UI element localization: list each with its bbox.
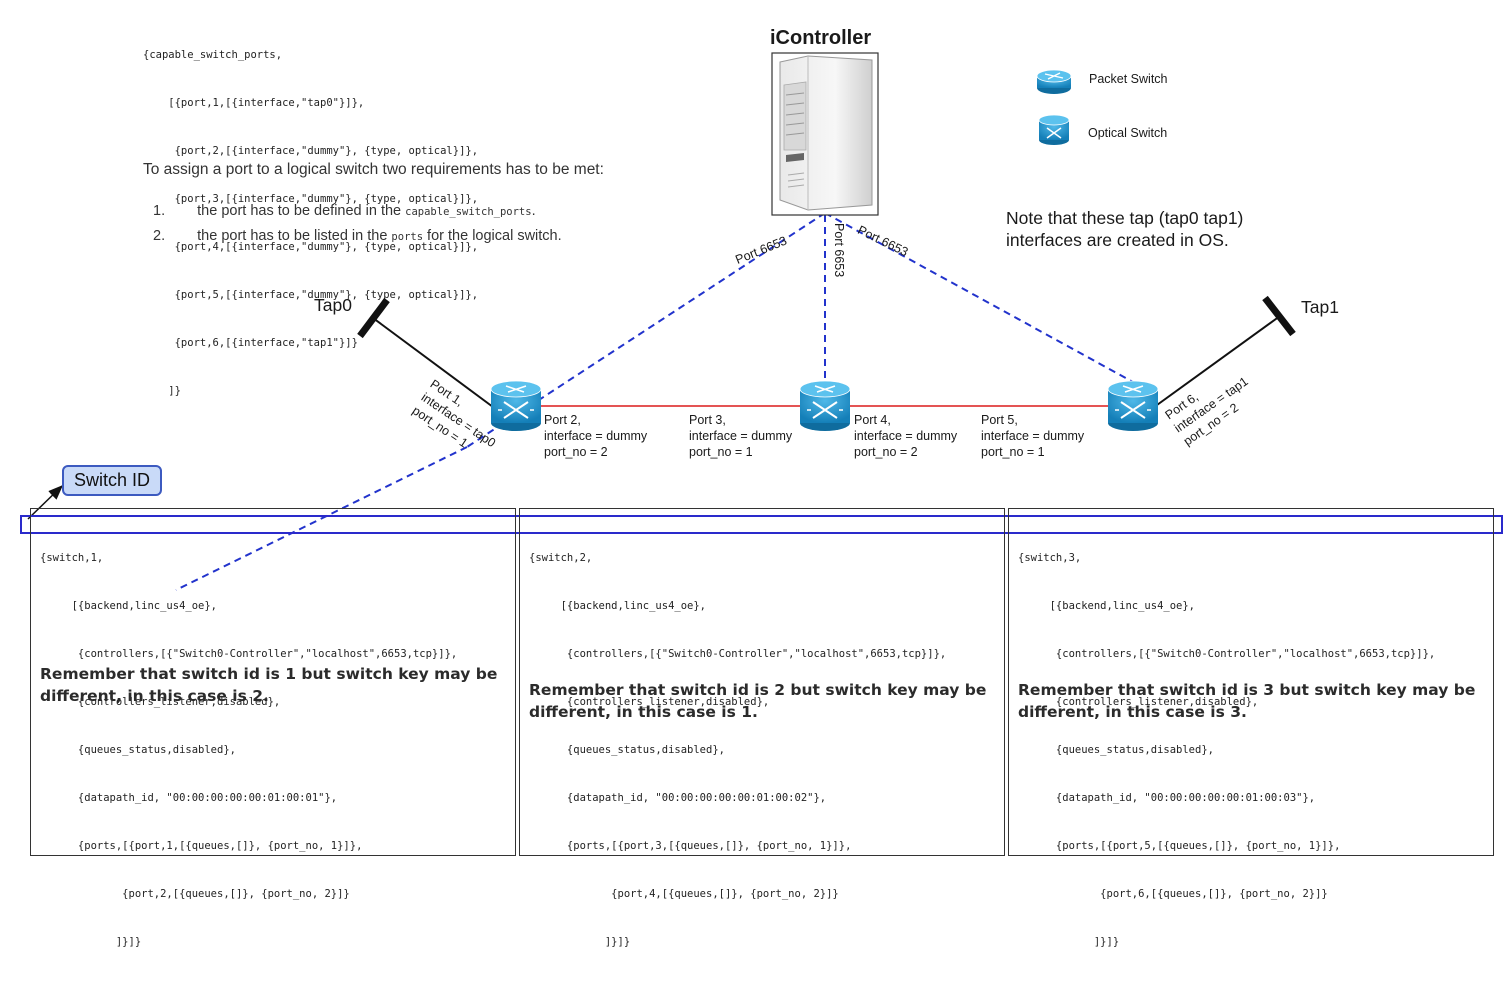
tap0-link xyxy=(372,317,494,408)
code-line: {controllers_listener,disabled}, xyxy=(1018,696,1259,708)
code-line: ]} xyxy=(143,385,181,397)
port-label-line: port_no = 1 xyxy=(981,445,1045,459)
server-icon xyxy=(771,52,879,216)
controller-title: iController xyxy=(770,27,872,49)
controller-link-left-tail xyxy=(175,446,468,591)
code-line: [{backend,linc_us4_oe}, xyxy=(40,600,218,612)
code-line: {ports,[{port,1,[{queues,[]}, {port_no, … xyxy=(40,840,363,852)
tap-note: Note that these tap (tap0 tap1) interfac… xyxy=(1006,207,1243,251)
port5-label: Port 5, interface = dummy port_no = 1 xyxy=(981,412,1084,460)
code-line: {controllers,[{"Switch0-Controller","loc… xyxy=(529,648,947,660)
tap0-bar xyxy=(357,297,390,339)
requirement-text: the port has to be defined in the xyxy=(197,203,406,219)
port-label-line: port_no = 2 xyxy=(544,445,608,459)
tap0-label: Tap0 xyxy=(314,295,352,315)
requirement-suffix: . xyxy=(531,203,536,219)
packet-switch-icon xyxy=(1036,69,1072,94)
code-line: [{port,1,[{interface,"tap0"}]}, xyxy=(143,97,365,109)
optical-switch-1-icon xyxy=(490,380,542,431)
code-line: {controllers_listener,disabled}, xyxy=(40,696,281,708)
code-line: {port,6,[{interface,"tap1"}]} xyxy=(143,337,358,349)
network-diagram xyxy=(20,52,1503,591)
switch-2-remember-note: Remember that switch id is 2 but switch … xyxy=(529,681,987,721)
port-label-line: port_no = 1 xyxy=(689,445,753,459)
switch-2-panel: {switch,2, [{backend,linc_us4_oe}, {cont… xyxy=(519,508,1005,948)
switch-1-config-code: {switch,1, [{backend,linc_us4_oe}, {cont… xyxy=(40,518,457,982)
code-line: {queues_status,disabled}, xyxy=(40,744,236,756)
intro-text: To assign a port to a logical switch two… xyxy=(143,161,604,178)
port3-label: Port 3, interface = dummy port_no = 1 xyxy=(689,412,792,460)
switch-id-label: Switch ID xyxy=(62,465,162,496)
optical-switch-2-icon xyxy=(799,380,851,431)
switch-1-panel: {switch,1, [{backend,linc_us4_oe}, {cont… xyxy=(30,508,516,948)
port-label-line: interface = dummy xyxy=(689,429,793,443)
code-line: {ports,[{port,3,[{queues,[]}, {port_no, … xyxy=(529,840,852,852)
port2-label: Port 2, interface = dummy port_no = 2 xyxy=(544,412,647,460)
code-line: {switch,3, xyxy=(1018,552,1082,564)
switch-id-highlight xyxy=(20,515,1503,534)
requirement-code: capable_switch_ports xyxy=(405,206,532,218)
port-label-line: Port 4, xyxy=(854,413,891,427)
requirement-number: 1. xyxy=(153,203,166,219)
code-line: {port,4,[{queues,[]}, {port_no, 2}]} xyxy=(529,888,839,900)
tap1-link xyxy=(1156,315,1281,406)
code-line: {switch,1, xyxy=(40,552,104,564)
switch-1-remember-note: Remember that switch id is 1 but switch … xyxy=(40,665,498,705)
requirement-item: 1. the port has to be defined in the cap… xyxy=(153,203,536,219)
requirement-item: 2. the port has to be listed in the port… xyxy=(153,228,562,244)
port-label-line: interface = dummy xyxy=(981,429,1085,443)
port-label-line: port_no = 2 xyxy=(854,445,918,459)
code-line: {datapath_id, "00:00:00:00:00:01:00:01"}… xyxy=(40,792,338,804)
requirement-suffix: for the logical switch. xyxy=(423,228,562,244)
code-line: {queues_status,disabled}, xyxy=(529,744,725,756)
controller-link-right xyxy=(824,212,1134,383)
code-line: ]}]} xyxy=(40,936,142,948)
code-line: {port,5,[{interface,"dummy"}, {type, opt… xyxy=(143,289,479,301)
code-line: {port,3,[{interface,"dummy"}, {type, opt… xyxy=(143,193,479,205)
code-line: {port,2,[{interface,"dummy"}, {type, opt… xyxy=(143,145,479,157)
switch-id-arrow xyxy=(27,484,64,520)
code-line: {switch,2, xyxy=(529,552,593,564)
port-label-line: interface = dummy xyxy=(544,429,648,443)
port-label-line: Port 3, xyxy=(689,413,726,427)
code-line: [{backend,linc_us4_oe}, xyxy=(529,600,707,612)
tap1-label: Tap1 xyxy=(1301,297,1339,317)
note-line: Note that these tap (tap0 tap1) xyxy=(1006,208,1244,228)
port-label-line: interface = dummy xyxy=(854,429,958,443)
code-line: {queues_status,disabled}, xyxy=(1018,744,1214,756)
code-line: {port,2,[{queues,[]}, {port_no, 2}]} xyxy=(40,888,350,900)
code-line: {controllers,[{"Switch0-Controller","loc… xyxy=(40,648,458,660)
legend-packet-switch-label: Packet Switch xyxy=(1089,72,1168,86)
code-line: ]}]} xyxy=(529,936,631,948)
legend-optical-switch-label: Optical Switch xyxy=(1088,126,1168,140)
code-line: {ports,[{port,5,[{queues,[]}, {port_no, … xyxy=(1018,840,1341,852)
code-line: {datapath_id, "00:00:00:00:00:01:00:03"}… xyxy=(1018,792,1316,804)
requirement-number: 2. xyxy=(153,228,166,244)
code-line: {datapath_id, "00:00:00:00:00:01:00:02"}… xyxy=(529,792,827,804)
code-line: {port,4,[{interface,"dummy"}, {type, opt… xyxy=(143,241,479,253)
requirement-code: ports xyxy=(391,231,424,243)
switch-2-config-code: {switch,2, [{backend,linc_us4_oe}, {cont… xyxy=(529,518,946,982)
capable-switch-ports-code: {capable_switch_ports, [{port,1,[{interf… xyxy=(143,15,478,415)
switch-3-panel: {switch,3, [{backend,linc_us4_oe}, {cont… xyxy=(1008,508,1494,948)
port4-label: Port 4, interface = dummy port_no = 2 xyxy=(854,412,957,460)
optical-switch-legend-icon xyxy=(1038,114,1070,145)
port-label-line: Port 5, xyxy=(981,413,1018,427)
note-line: interfaces are created in OS. xyxy=(1006,230,1229,250)
controller-link-middle-label: Port 6653 xyxy=(832,223,846,278)
code-line: ]}]} xyxy=(1018,936,1120,948)
code-line: {capable_switch_ports, xyxy=(143,49,283,61)
code-line: {controllers,[{"Switch0-Controller","loc… xyxy=(1018,648,1436,660)
optical-switch-3-icon xyxy=(1107,380,1159,431)
switch-3-config-code: {switch,3, [{backend,linc_us4_oe}, {cont… xyxy=(1018,518,1435,982)
code-line: {port,6,[{queues,[]}, {port_no, 2}]} xyxy=(1018,888,1328,900)
requirement-text: the port has to be listed in the xyxy=(197,228,392,244)
code-line: [{backend,linc_us4_oe}, xyxy=(1018,600,1196,612)
tap1-bar xyxy=(1262,295,1296,337)
code-line: {controllers_listener,disabled}, xyxy=(529,696,770,708)
switch-3-remember-note: Remember that switch id is 3 but switch … xyxy=(1018,681,1476,721)
port-label-line: Port 2, xyxy=(544,413,581,427)
